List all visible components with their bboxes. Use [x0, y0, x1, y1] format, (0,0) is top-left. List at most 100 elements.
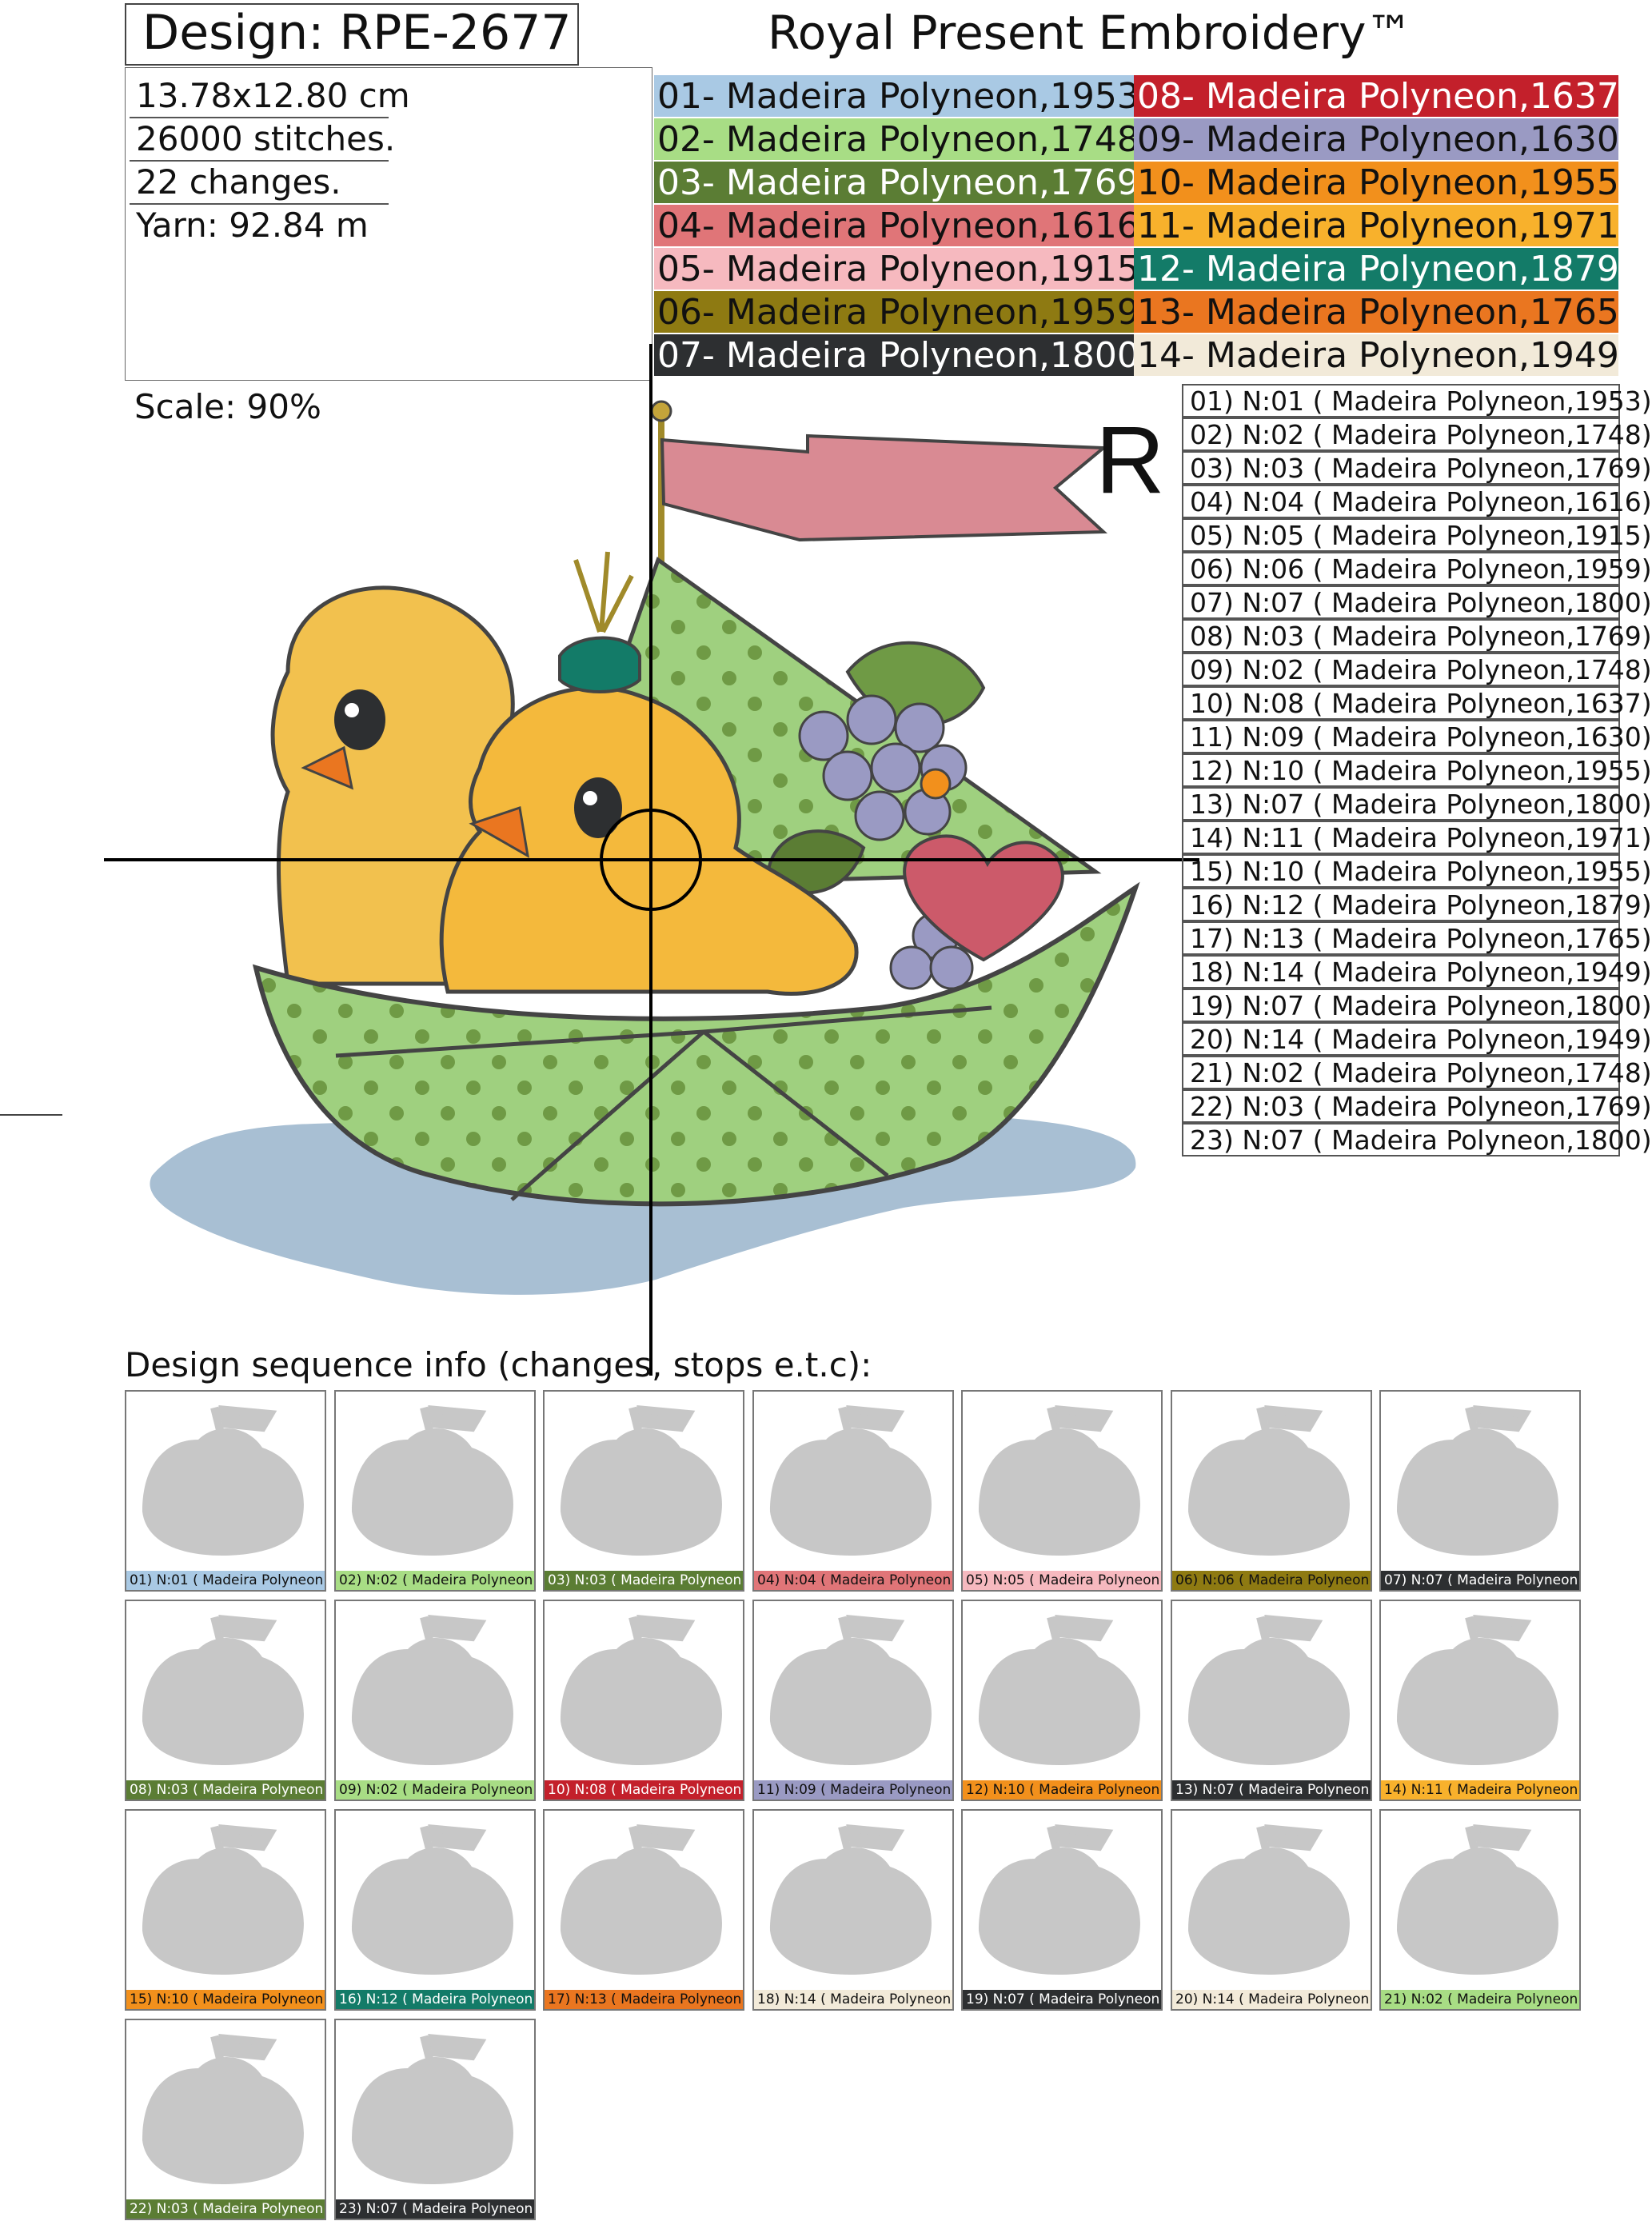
sequence-row: 13) N:07 ( Madeira Polyneon,1800) [1182, 787, 1652, 821]
sequence-thumbnail: 21) N:02 ( Madeira Polyneon [1379, 1809, 1581, 2011]
thumbnail-silhouette [1397, 1405, 1558, 1556]
sequence-thumbnail: 19) N:07 ( Madeira Polyneon [961, 1809, 1163, 2011]
sequence-thumbnail: 18) N:14 ( Madeira Polyneon [752, 1809, 954, 2011]
sequence-thumbnail: 23) N:07 ( Madeira Polyneon [334, 2019, 536, 2220]
embroidery-preview [104, 344, 1199, 1376]
sequence-thumbnail: 13) N:07 ( Madeira Polyneon [1171, 1600, 1372, 1801]
thumbnail-silhouette [979, 1405, 1140, 1556]
divider [130, 117, 389, 118]
stitch-count: 26000 stitches. [136, 119, 396, 158]
divider [130, 203, 389, 205]
hat-feather [573, 551, 634, 633]
sequence-row: 11) N:09 ( Madeira Polyneon,1630) [1182, 720, 1652, 753]
thumbnail-silhouette [1397, 1615, 1558, 1765]
thumbnail-label: 16) N:12 ( Madeira Polyneon [336, 1990, 534, 2009]
palette-swatch: 02- Madeira Polyneon,1748 [654, 118, 1139, 160]
side-marker [0, 1114, 62, 1116]
paper-boat-hull [252, 881, 1140, 1207]
design-title: Design: RPE-2677 [142, 5, 572, 61]
thumbnail-label: 03) N:03 ( Madeira Polyneon [545, 1571, 743, 1590]
yarn-length: Yarn: 92.84 m [136, 206, 369, 245]
design-title-box [125, 3, 579, 66]
sequence-thumbnail: 15) N:10 ( Madeira Polyneon [125, 1809, 326, 2011]
sequence-row: 07) N:07 ( Madeira Polyneon,1800) [1182, 585, 1652, 619]
palette-swatch: 06- Madeira Polyneon,1959 [654, 291, 1139, 333]
thumbnail-silhouette [352, 2034, 513, 2184]
chick-eye [574, 777, 622, 838]
thumbnail-silhouette [561, 1824, 722, 1975]
sequence-row: 20) N:14 ( Madeira Polyneon,1949) [1182, 1022, 1652, 1056]
palette-swatch: 12- Madeira Polyneon,1879 [1134, 248, 1619, 290]
eye-highlight [583, 791, 597, 805]
design-info-box [125, 67, 652, 381]
thumbnail-label: 18) N:14 ( Madeira Polyneon [754, 1990, 952, 2009]
sequence-thumbnail: 01) N:01 ( Madeira Polyneon [125, 1390, 326, 1592]
thumbnail-silhouette [1397, 1824, 1558, 1975]
color-changes: 22 changes. [136, 162, 341, 202]
sequence-thumbnail: 08) N:03 ( Madeira Polyneon [125, 1600, 326, 1801]
palette-swatch: 14- Madeira Polyneon,1949 [1134, 334, 1619, 376]
thumbnail-silhouette [1188, 1405, 1350, 1556]
sequence-thumbnail: 06) N:06 ( Madeira Polyneon [1171, 1390, 1372, 1592]
sequence-row: 15) N:10 ( Madeira Polyneon,1955) [1182, 854, 1652, 888]
sequence-row: 19) N:07 ( Madeira Polyneon,1800) [1182, 989, 1652, 1022]
thumbnail-label: 04) N:04 ( Madeira Polyneon [754, 1571, 952, 1590]
sequence-row: 16) N:12 ( Madeira Polyneon,1879) [1182, 888, 1652, 921]
sequence-thumbnail: 12) N:10 ( Madeira Polyneon [961, 1600, 1163, 1801]
thumbnail-label: 21) N:02 ( Madeira Polyneon [1381, 1990, 1579, 2009]
thumbnail-silhouette [561, 1405, 722, 1556]
sequence-thumbnail: 07) N:07 ( Madeira Polyneon [1379, 1390, 1581, 1592]
thumbnail-silhouette [1188, 1824, 1350, 1975]
thumbnail-label: 10) N:08 ( Madeira Polyneon [545, 1780, 743, 1800]
palette-swatch: 08- Madeira Polyneon,1637 [1134, 75, 1619, 117]
sequence-row: 18) N:14 ( Madeira Polyneon,1949) [1182, 955, 1652, 989]
palette-swatch: 03- Madeira Polyneon,1769 [654, 162, 1139, 203]
thumbnail-label: 20) N:14 ( Madeira Polyneon [1172, 1990, 1371, 2009]
palette-swatch: 07- Madeira Polyneon,1800 [654, 334, 1139, 376]
design-size: 13.78x12.80 cm [136, 76, 410, 115]
palette-swatch: 10- Madeira Polyneon,1955 [1134, 162, 1619, 203]
chick-beak [301, 745, 354, 790]
eye-highlight [345, 703, 359, 717]
thumbnail-label: 17) N:13 ( Madeira Polyneon [545, 1990, 743, 2009]
thumbnail-label: 06) N:06 ( Madeira Polyneon [1172, 1571, 1371, 1590]
sequence-row: 06) N:06 ( Madeira Polyneon,1959) [1182, 552, 1652, 585]
thumbnail-silhouette [561, 1615, 722, 1765]
thumbnail-label: 05) N:05 ( Madeira Polyneon [963, 1571, 1161, 1590]
thumbnail-silhouette [1188, 1615, 1350, 1765]
thumbnail-label: 12) N:10 ( Madeira Polyneon [963, 1780, 1161, 1800]
thumbnail-label: 02) N:02 ( Madeira Polyneon [336, 1571, 534, 1590]
sequence-row: 21) N:02 ( Madeira Polyneon,1748) [1182, 1056, 1652, 1089]
thumbnail-label: 11) N:09 ( Madeira Polyneon [754, 1780, 952, 1800]
chick-beak [469, 806, 529, 858]
scale-label: Scale: 90% [134, 387, 321, 426]
palette-swatch: 01- Madeira Polyneon,1953 [654, 75, 1139, 117]
sequence-row: 12) N:10 ( Madeira Polyneon,1955) [1182, 753, 1652, 787]
pennant-flag [660, 433, 1108, 542]
mast-knob [650, 400, 672, 422]
thumbnail-silhouette [770, 1405, 932, 1556]
thumbnail-silhouette [770, 1824, 932, 1975]
thumbnail-label: 07) N:07 ( Madeira Polyneon [1381, 1571, 1579, 1590]
thumbnail-silhouette [142, 1824, 304, 1975]
divider [130, 160, 389, 162]
sequence-row: 02) N:02 ( Madeira Polyneon,1748) [1182, 417, 1652, 451]
thumbnail-silhouette [352, 1824, 513, 1975]
flower-center [920, 768, 952, 800]
thumbnail-label: 08) N:03 ( Madeira Polyneon [126, 1780, 325, 1800]
sequence-row: 17) N:13 ( Madeira Polyneon,1765) [1182, 921, 1652, 955]
front-chick [439, 685, 859, 996]
thumbnail-silhouette [142, 2034, 304, 2184]
sequence-thumbnail: 04) N:04 ( Madeira Polyneon [752, 1390, 954, 1592]
thumbnail-label: 23) N:07 ( Madeira Polyneon [336, 2199, 534, 2219]
sequence-thumbnail: 22) N:03 ( Madeira Polyneon [125, 2019, 326, 2220]
sequence-row: 22) N:03 ( Madeira Polyneon,1769) [1182, 1089, 1652, 1123]
sequence-thumbnail: 09) N:02 ( Madeira Polyneon [334, 1600, 536, 1801]
boat-fold-lines [335, 1005, 992, 1201]
palette-swatch: 09- Madeira Polyneon,1630 [1134, 118, 1619, 160]
thumbnail-silhouette [979, 1615, 1140, 1765]
sequence-row: 10) N:08 ( Madeira Polyneon,1637) [1182, 686, 1652, 720]
thumbnail-silhouette [770, 1615, 932, 1765]
sequence-thumbnail: 05) N:05 ( Madeira Polyneon [961, 1390, 1163, 1592]
palette-swatch: 04- Madeira Polyneon,1616 [654, 205, 1139, 246]
